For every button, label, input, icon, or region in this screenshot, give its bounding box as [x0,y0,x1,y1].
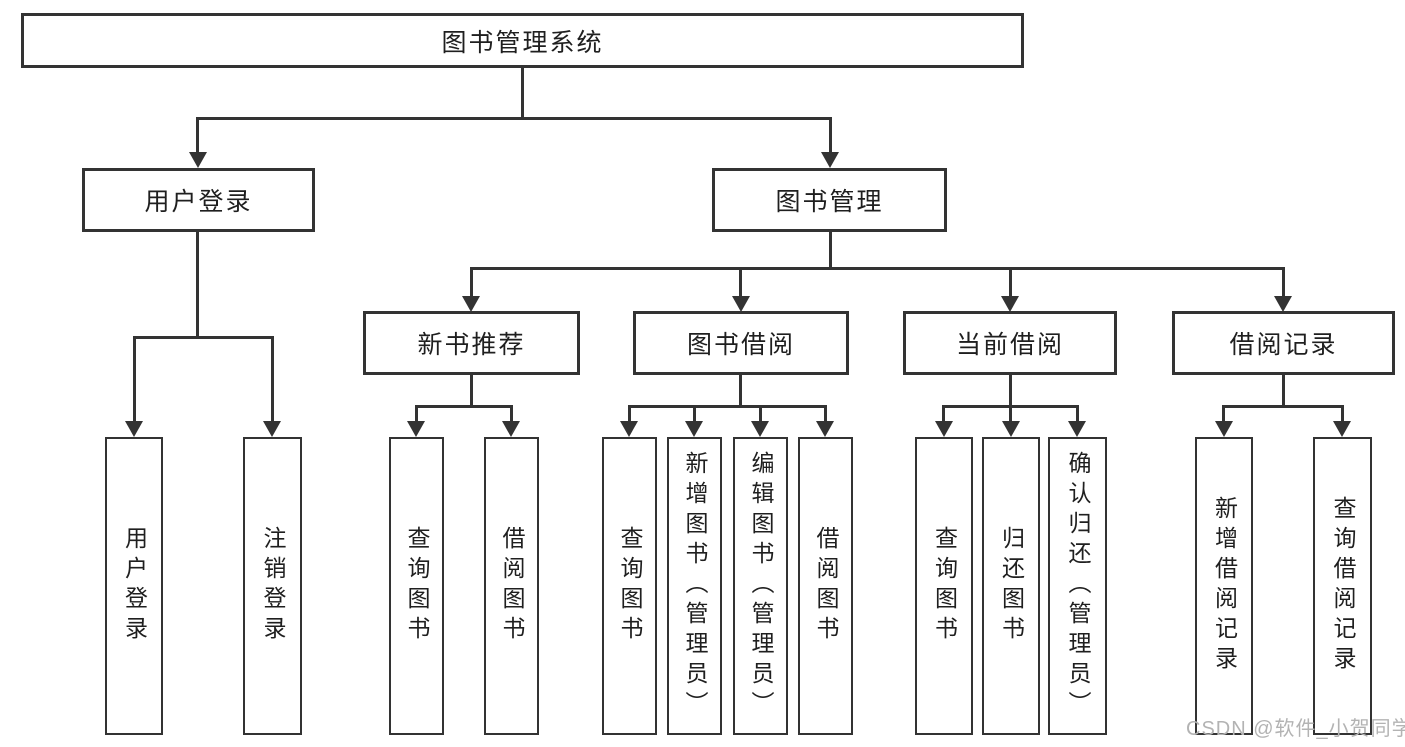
connector-stem-leaf [628,405,631,423]
arrowhead-icon [1002,421,1020,437]
arrowhead-icon [821,152,839,168]
node-current-borrow: 当前借阅 [903,311,1117,375]
node-book-borrow-label: 图书借阅 [686,331,795,359]
leaf-user-login-label: 用户登录 [121,526,148,646]
leaf-edit-books-admin-label: 编辑图书（管理员） [748,451,774,721]
connector-stem-leaf [693,405,696,423]
connector-stem-leaf [1341,405,1344,423]
node-root-label: 图书管理系统 [441,28,604,57]
arrowhead-icon [620,421,638,437]
leaf-borrow-books-borrow-label: 借阅图书 [813,526,839,646]
leaf-confirm-return-admin: 确认归还（管理员） [1048,437,1107,735]
leaf-query-books-borrow: 查询图书 [602,437,657,735]
connector-stem-book-borrow [739,267,742,299]
leaf-return-books: 归还图书 [982,437,1040,735]
arrowhead-icon [816,421,834,437]
leaf-query-books-current: 查询图书 [915,437,973,735]
leaf-add-books-admin-label: 新增图书（管理员） [682,451,708,721]
connector-book-management-stub [829,232,832,270]
node-current-borrow-label: 当前借阅 [955,331,1064,359]
connector-stem-leaf [942,405,945,423]
arrowhead-icon [502,421,520,437]
node-book-management: 图书管理 [712,168,947,232]
arrowhead-icon [751,421,769,437]
connector-book-borrow-rail [628,405,827,408]
arrowhead-icon [462,296,480,312]
arrowhead-icon [407,421,425,437]
connector-stem-leaf-logout [271,336,274,423]
arrowhead-icon [1215,421,1233,437]
connector-stem-leaf [759,405,762,423]
arrowhead-icon [732,296,750,312]
leaf-query-books-recommend-label: 查询图书 [404,526,430,646]
leaf-return-books-label: 归还图书 [998,526,1025,646]
connector-new-book-stub [470,375,473,407]
connector-stem-borrow-records [1282,267,1285,299]
connector-stem-book-management [829,117,832,155]
connector-stem-leaf-user-login [133,336,136,423]
arrowhead-icon [1274,296,1292,312]
connector-book-borrow-stub [739,375,742,407]
node-book-borrow: 图书借阅 [633,311,849,375]
connector-user-login-stub [196,232,199,339]
node-borrow-records: 借阅记录 [1172,311,1395,375]
connector-level2-rail [196,117,832,120]
connector-stem-current-borrow [1009,267,1012,299]
connector-stem-leaf [1009,405,1012,423]
connector-level3-rail [470,267,1285,270]
arrowhead-icon [1001,296,1019,312]
leaf-logout-login: 注销登录 [243,437,302,735]
arrowhead-icon [685,421,703,437]
leaf-add-borrow-record-label: 新增借阅记录 [1211,496,1238,676]
leaf-query-books-current-label: 查询图书 [931,526,958,646]
arrowhead-icon [1068,421,1086,437]
node-book-management-label: 图书管理 [775,188,884,216]
connector-stem-leaf [824,405,827,423]
leaf-add-borrow-record: 新增借阅记录 [1195,437,1253,735]
node-user-login: 用户登录 [82,168,315,232]
leaf-borrow-books-recommend-label: 借阅图书 [499,526,525,646]
connector-stem-leaf [510,405,513,423]
node-new-book-recommend-label: 新书推荐 [417,331,526,359]
arrowhead-icon [189,152,207,168]
arrowhead-icon [125,421,143,437]
connector-borrow-records-stub [1282,375,1285,407]
arrowhead-icon [263,421,281,437]
node-borrow-records-label: 借阅记录 [1229,331,1338,359]
leaf-query-books-borrow-label: 查询图书 [617,526,643,646]
node-root: 图书管理系统 [21,13,1024,68]
connector-stem-leaf [415,405,418,423]
connector-user-login-rail [133,336,274,339]
leaf-edit-books-admin: 编辑图书（管理员） [733,437,788,735]
leaf-query-borrow-record: 查询借阅记录 [1313,437,1372,735]
leaf-borrow-books-borrow: 借阅图书 [798,437,853,735]
arrowhead-icon [1333,421,1351,437]
connector-borrow-records-rail [1222,405,1344,408]
connector-root-stub [521,68,524,119]
leaf-query-borrow-record-label: 查询借阅记录 [1330,496,1356,676]
leaf-query-books-recommend: 查询图书 [389,437,444,735]
connector-stem-new-book [470,267,473,299]
watermark: CSDN @软件_小贺同学 [1186,718,1405,740]
node-user-login-label: 用户登录 [144,188,253,216]
arrowhead-icon [935,421,953,437]
leaf-user-login: 用户登录 [105,437,163,735]
leaf-logout-login-label: 注销登录 [260,526,286,646]
leaf-borrow-books-recommend: 借阅图书 [484,437,539,735]
connector-stem-user-login [196,117,199,155]
connector-stem-leaf [1222,405,1225,423]
node-new-book-recommend: 新书推荐 [363,311,580,375]
connector-new-book-rail [415,405,513,408]
leaf-confirm-return-admin-label: 确认归还（管理员） [1065,451,1091,721]
leaf-add-books-admin: 新增图书（管理员） [667,437,722,735]
connector-stem-leaf [1076,405,1079,423]
connector-current-borrow-stub [1009,375,1012,407]
